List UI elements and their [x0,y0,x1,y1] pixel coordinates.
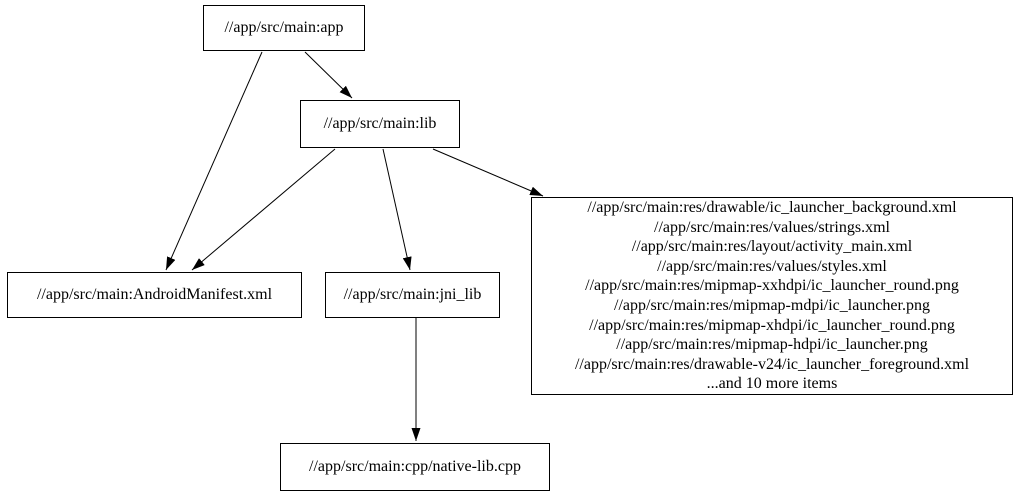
node-app-label: //app/src/main:app [224,19,344,36]
node-resources-list: //app/src/main:res/drawable/ic_launcher_… [531,197,1013,395]
edge-lib-to-jni-lib [382,148,412,271]
node-lib: //app/src/main:lib [300,100,460,148]
node-android-manifest-label: //app/src/main:AndroidManifest.xml [36,286,273,303]
node-jni-lib-label: //app/src/main:jni_lib [343,286,482,303]
resource-item: //app/src/main:res/mipmap-hdpi/ic_launch… [616,336,928,354]
edge-lib-to-manifest [191,148,336,271]
node-native-lib-cpp-label: //app/src/main:cpp/native-lib.cpp [309,458,521,475]
resource-item: //app/src/main:res/mipmap-xxhdpi/ic_laun… [585,277,959,295]
edge-app-to-lib [304,51,353,99]
edge-app-to-manifest [165,51,263,271]
resource-item: //app/src/main:res/mipmap-mdpi/ic_launch… [614,297,930,314]
edge-lib-to-resources [432,148,544,197]
resource-item: //app/src/main:res/mipmap-xhdpi/ic_launc… [589,316,955,334]
node-lib-label: //app/src/main:lib [323,115,437,132]
resource-item: //app/src/main:res/values/strings.xml [654,218,890,236]
resource-item: //app/src/main:res/values/styles.xml [657,257,887,275]
resource-items-overflow: ...and 10 more items [706,375,838,393]
resource-item: //app/src/main:res/layout/activity_main.… [631,238,913,256]
node-app: //app/src/main:app [203,5,365,51]
resource-item: //app/src/main:res/drawable-v24/ic_launc… [574,355,970,373]
node-android-manifest: //app/src/main:AndroidManifest.xml [7,272,302,318]
node-jni-lib: //app/src/main:jni_lib [325,272,500,318]
node-native-lib-cpp: //app/src/main:cpp/native-lib.cpp [280,443,550,491]
resource-item: //app/src/main:res/drawable/ic_launcher_… [587,199,957,217]
